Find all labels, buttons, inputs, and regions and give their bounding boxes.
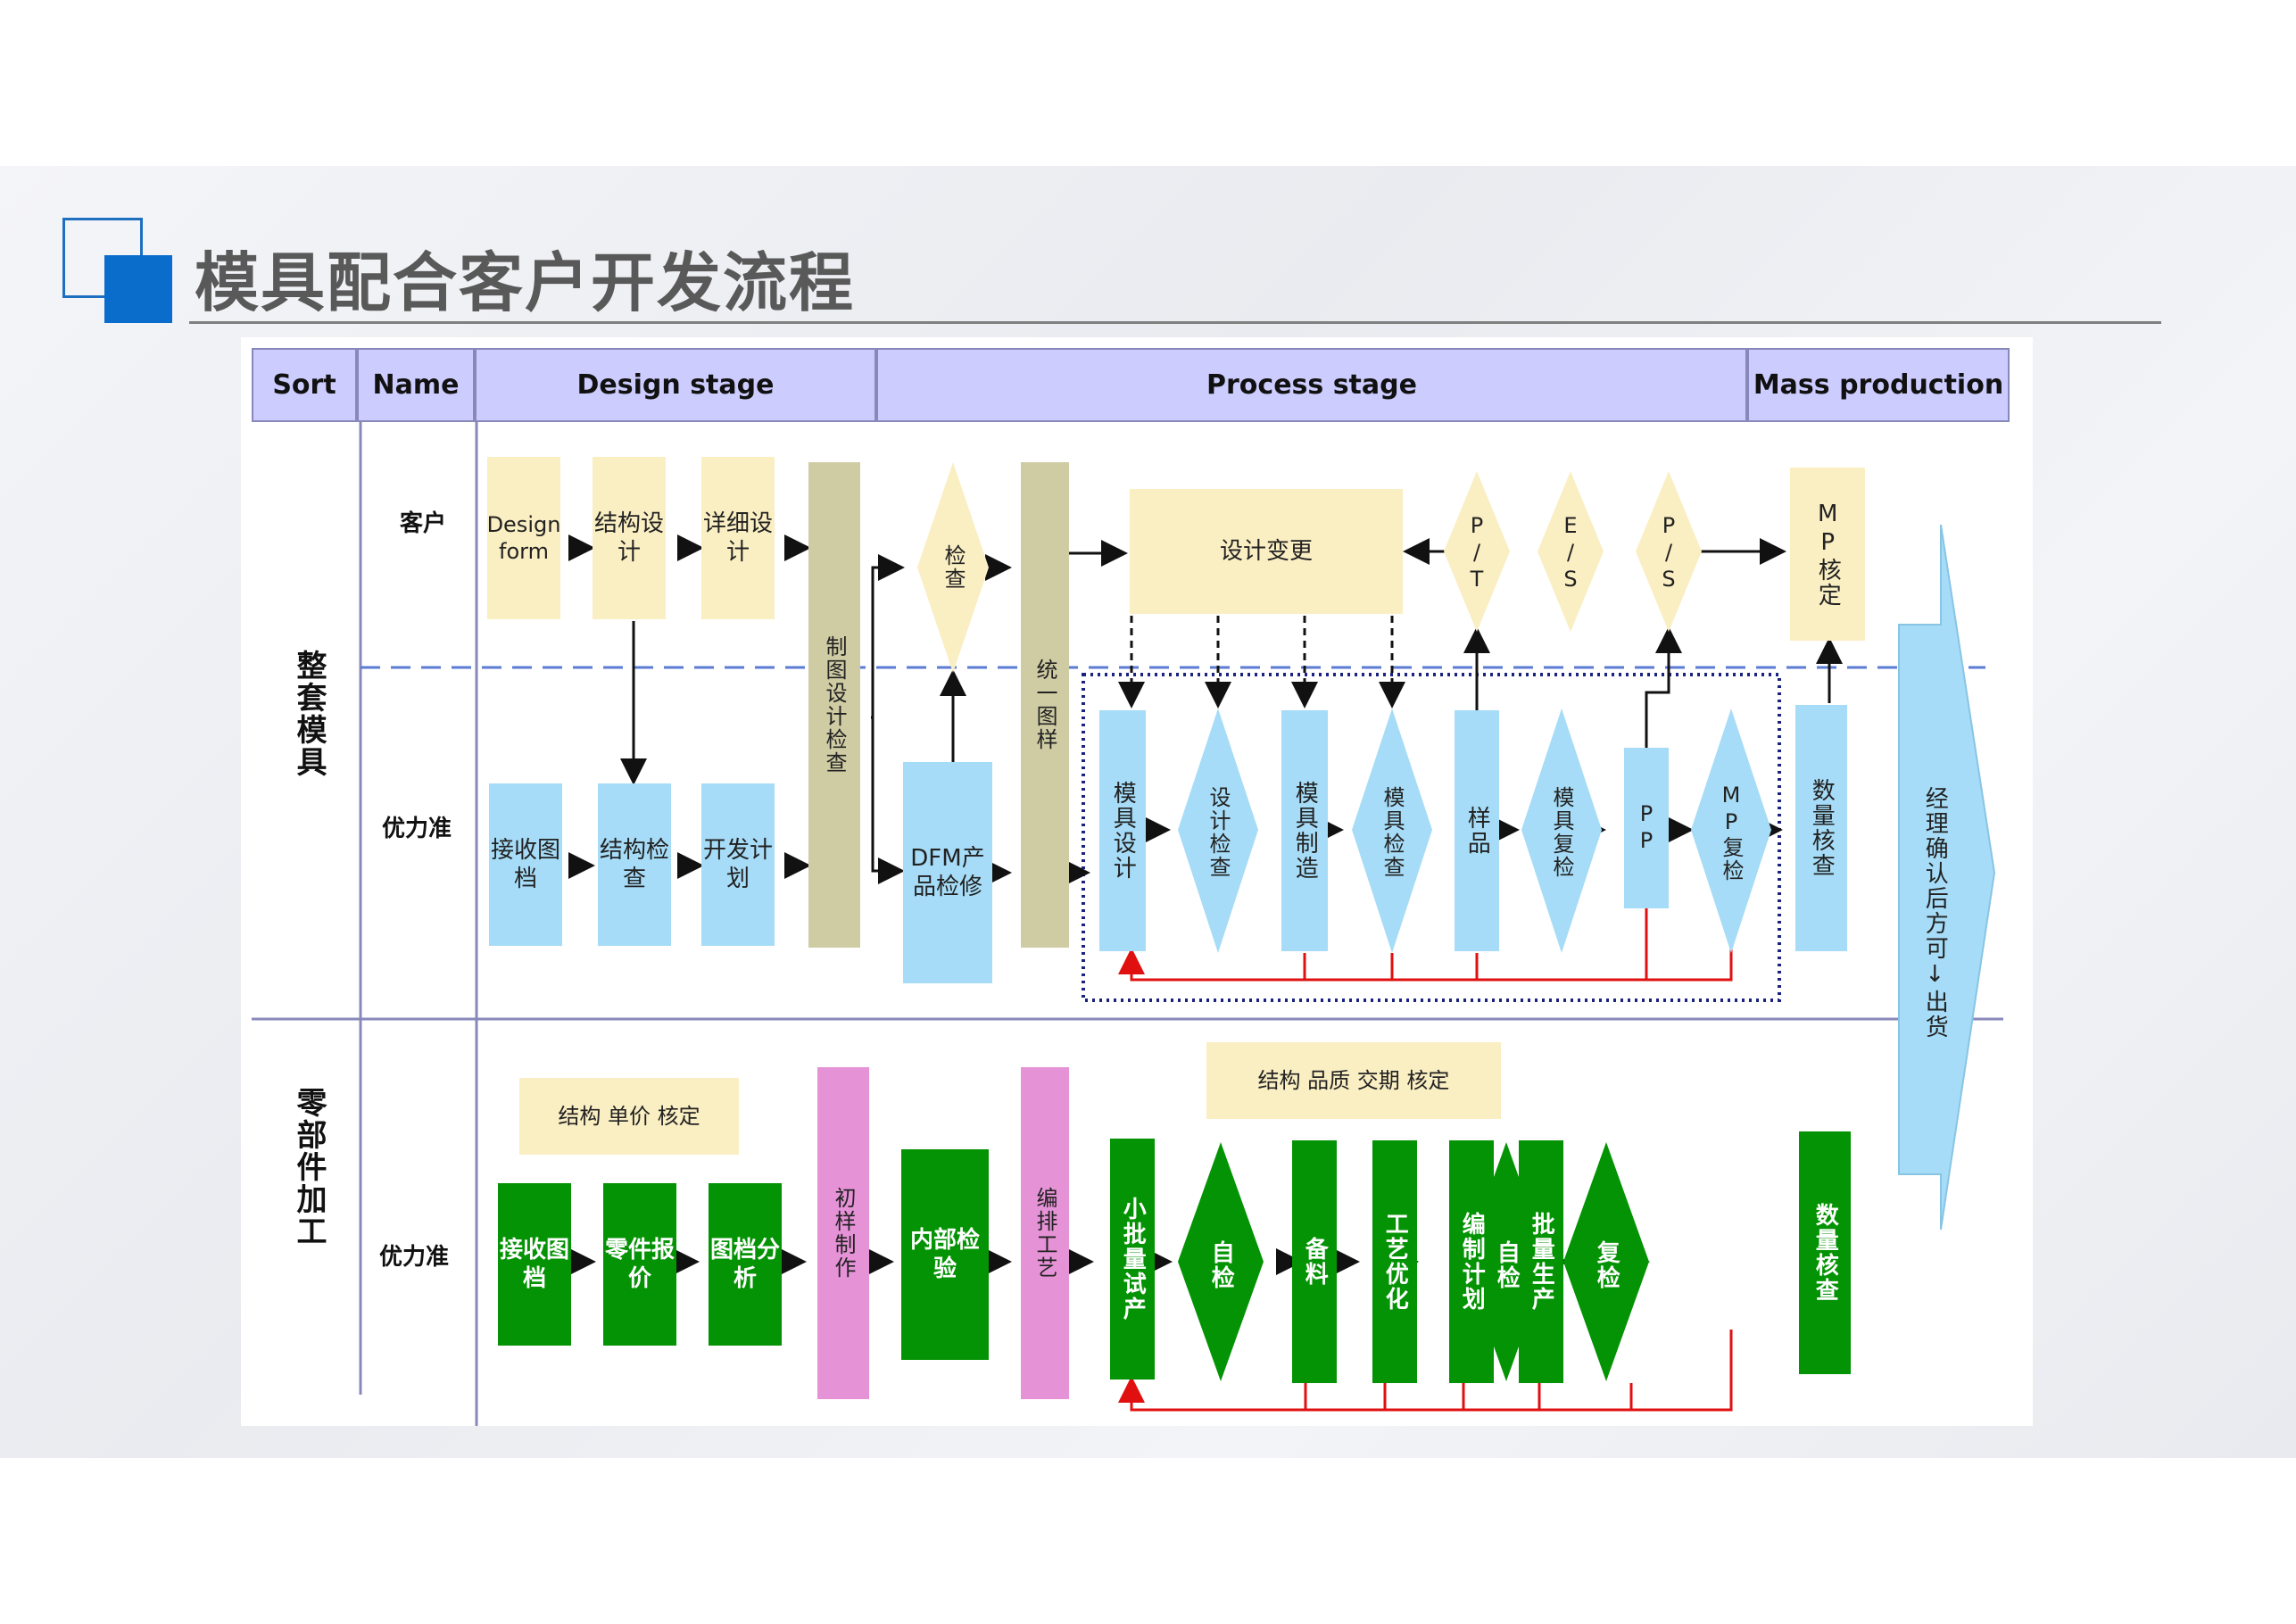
- lane-label-customer: 客户: [400, 510, 447, 537]
- node-mold-check: 模具检查: [1380, 786, 1405, 879]
- header-design-stage: Design stage: [475, 348, 876, 422]
- node-detail-design: 详细设计: [701, 457, 775, 619]
- node-parts-qty-check: 数量核查: [1799, 1131, 1851, 1374]
- header-name: Name: [357, 348, 475, 422]
- node-mold-recheck: 模具复检: [1549, 786, 1574, 879]
- note-struct-price-approve: 结构 单价 核定: [519, 1078, 739, 1155]
- node-check: 检查: [941, 544, 966, 591]
- node-mold-make: 模具制造: [1281, 710, 1328, 951]
- node-self-check-2: 自检: [1493, 1240, 1521, 1290]
- node-drawing-check: 制图设计检查: [808, 462, 860, 948]
- node-prepare: 备料: [1292, 1140, 1337, 1383]
- node-parts-quote: 零件报价: [603, 1183, 676, 1346]
- header-process-stage: Process stage: [876, 348, 1747, 422]
- row-label-parts: 零部件加工: [291, 1087, 327, 1247]
- process-diagram: Sort Name Design stage Process stage Mas…: [241, 337, 2033, 1426]
- node-mold-design: 模具设计: [1099, 710, 1146, 951]
- lane-label-youlizhun-parts: 优力准: [379, 1244, 450, 1271]
- node-recheck: 复检: [1593, 1240, 1620, 1290]
- node-struct-check: 结构检查: [598, 783, 671, 946]
- node-ps: P/S: [1656, 513, 1681, 593]
- header-mass-production: Mass production: [1747, 348, 2010, 422]
- page-title: 模具配合客户开发流程: [195, 245, 856, 320]
- node-optimize: 工艺优化: [1372, 1140, 1417, 1383]
- diagram-lines: [252, 422, 2003, 1426]
- node-mp-approve: MP核定: [1790, 468, 1865, 641]
- node-plan: 编制计划: [1449, 1140, 1494, 1383]
- node-pp: PP: [1624, 748, 1669, 908]
- row-label-whole-mold: 整套模具: [291, 650, 327, 778]
- node-dfm: DFM产品检修: [903, 762, 992, 983]
- node-self-check-1: 自检: [1207, 1240, 1235, 1290]
- node-es: E/S: [1558, 513, 1583, 593]
- logo-filled-square: [104, 255, 172, 323]
- node-qty-check: 数量核查: [1795, 705, 1847, 951]
- node-first-sample: 初样制作: [817, 1067, 869, 1399]
- node-dev-plan: 开发计划: [701, 783, 775, 946]
- node-pt: P/T: [1464, 513, 1489, 593]
- node-sample: 样品: [1455, 710, 1499, 951]
- node-process-plan: 编排工艺: [1021, 1067, 1069, 1399]
- node-parts-analysis: 图档分析: [709, 1183, 782, 1346]
- node-unify-drawing: 统一图样: [1021, 462, 1069, 948]
- node-parts-receive: 接收图档: [498, 1183, 571, 1346]
- node-design-form: Design form: [487, 457, 560, 619]
- title-underline: [189, 321, 2161, 324]
- node-design-change: 设计变更: [1130, 489, 1403, 614]
- node-design-check: 设计检查: [1206, 786, 1231, 879]
- node-mp-recheck: MP复检: [1719, 783, 1744, 882]
- note-struct-quality-approve: 结构 品质 交期 核定: [1206, 1042, 1501, 1119]
- node-mass-prod: 批量生产: [1519, 1140, 1563, 1383]
- node-receive-drawing: 接收图档: [489, 783, 562, 946]
- header-sort: Sort: [252, 348, 357, 422]
- node-small-batch: 小批量试产: [1110, 1139, 1155, 1380]
- node-struct-design: 结构设计: [593, 457, 666, 619]
- node-approval-ship: 经理确认后方可↓出货: [1921, 786, 1949, 1040]
- lane-label-youlizhun: 优力准: [382, 816, 452, 842]
- node-internal-check: 内部检验: [901, 1149, 989, 1360]
